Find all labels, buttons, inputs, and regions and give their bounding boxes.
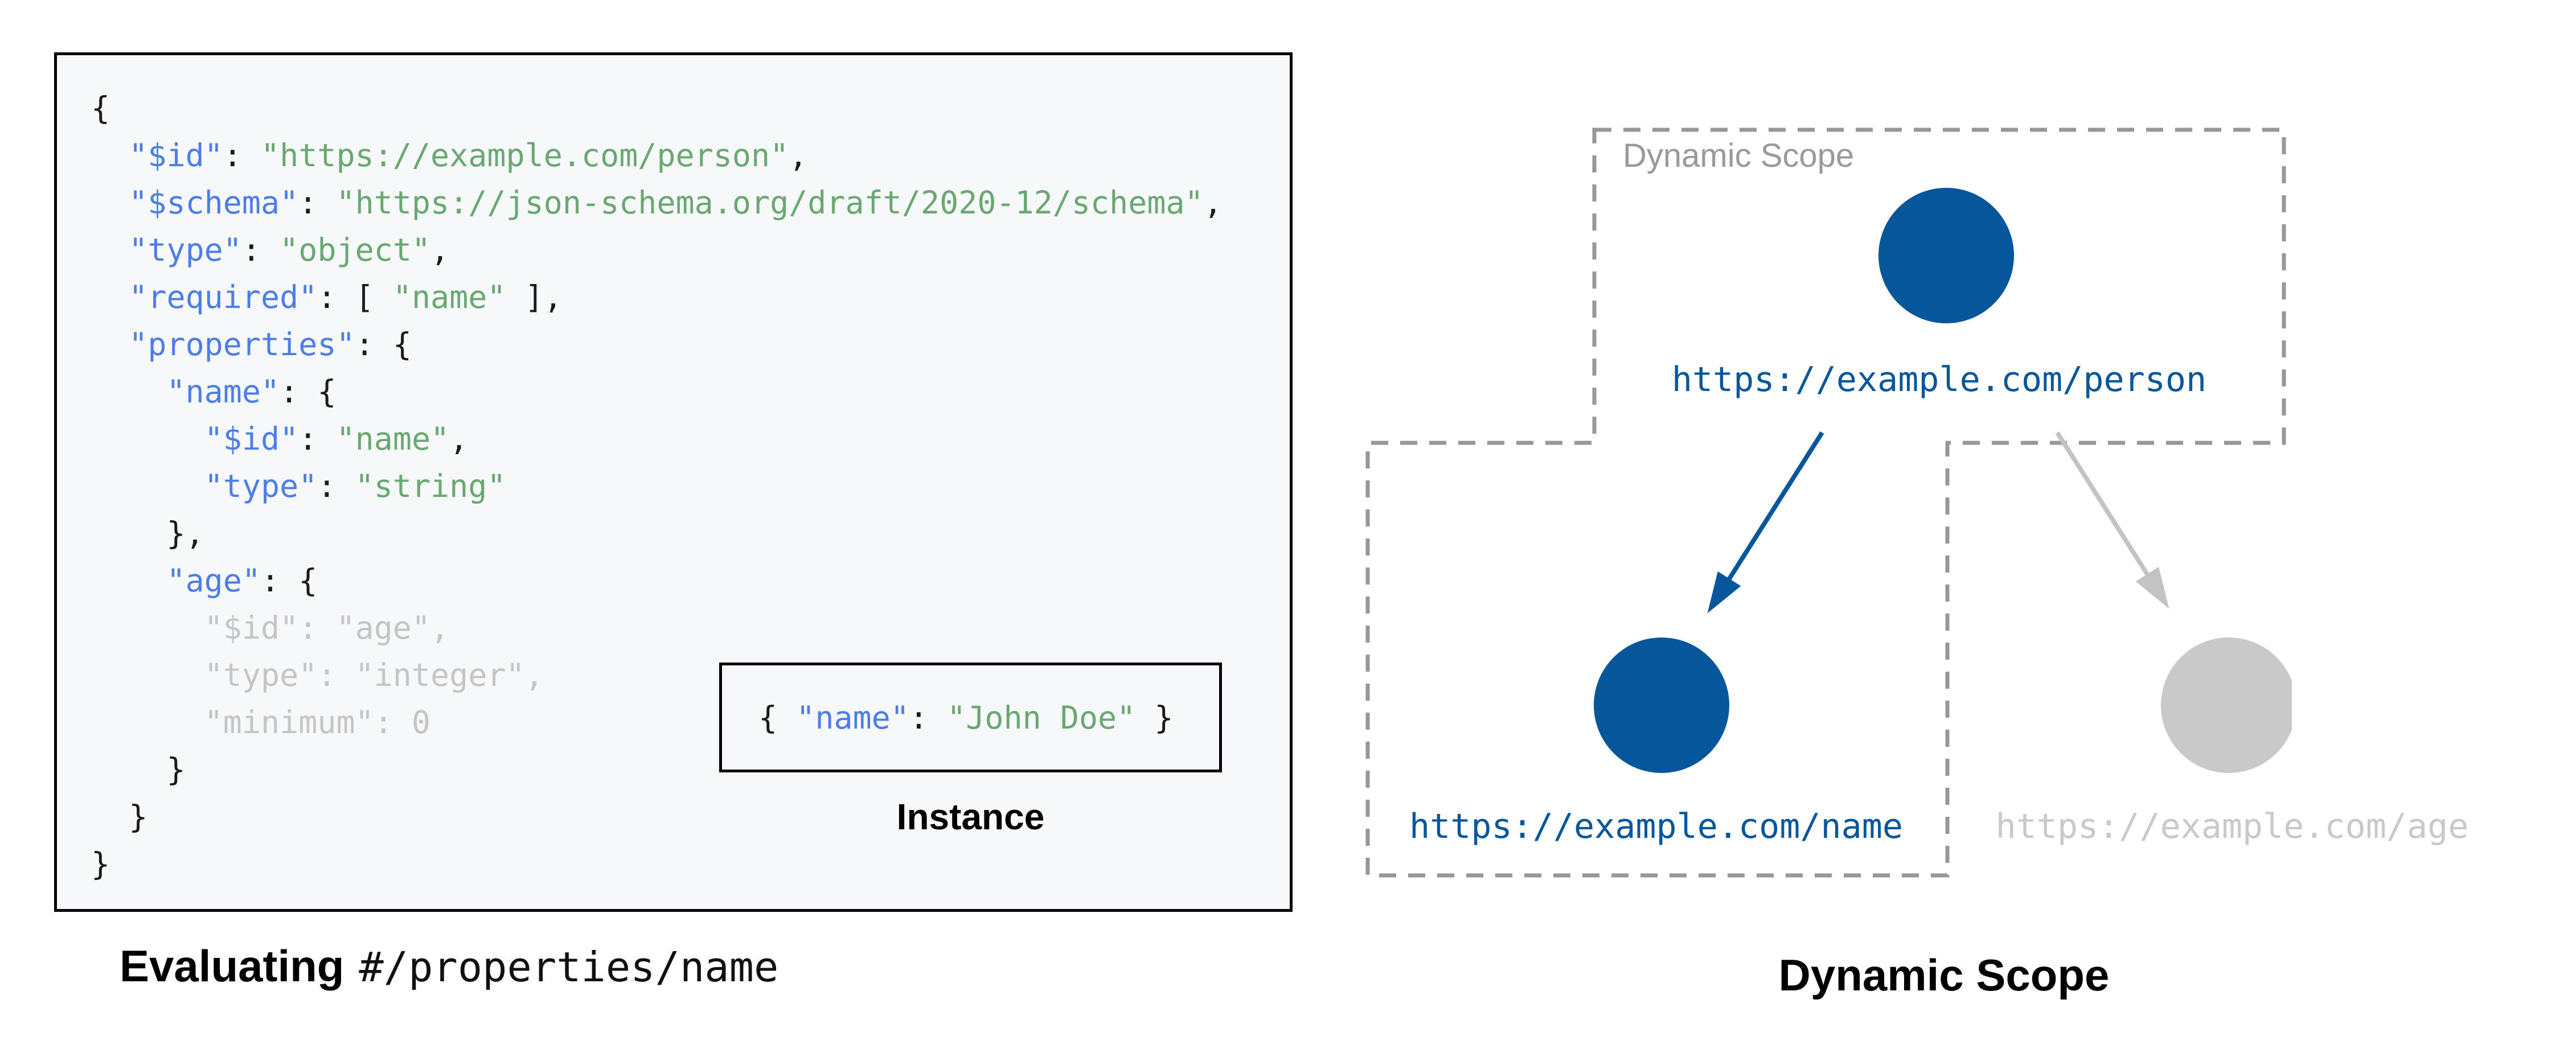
json-code-line: "minimum": 0 — [91, 699, 1278, 746]
json-code-line: "type": "object", — [91, 227, 1278, 274]
code-token: "https://example.com/person" — [261, 137, 789, 174]
person-schema-node — [1878, 188, 2014, 323]
code-token: , — [430, 232, 450, 268]
code-token — [91, 562, 166, 599]
dynamic-scope-diagram — [1365, 127, 2292, 878]
code-token: : { — [355, 326, 412, 363]
json-code-line: "age": { — [91, 557, 1278, 604]
json-code-line: { — [91, 85, 1278, 132]
dynamic-scope-caption: Dynamic Scope — [1778, 950, 2110, 1000]
code-token: ], — [506, 279, 563, 315]
code-token: "age" — [166, 562, 261, 599]
ref-arrow-person-to-age — [2055, 431, 2169, 609]
code-token: "type" — [129, 232, 242, 268]
dynamic-scope-boundary — [1365, 127, 2286, 878]
json-code-line: } — [91, 841, 1278, 888]
code-token: : — [241, 232, 280, 268]
instance-json-code: { "name": "John Doe" } — [758, 700, 1174, 736]
code-token: "type": "integer", — [91, 657, 544, 693]
json-code-line: } — [91, 793, 1278, 841]
code-token — [91, 421, 204, 457]
instance-label: Instance — [896, 796, 1045, 837]
code-token: "required" — [129, 279, 318, 315]
code-token: "name" — [796, 699, 909, 736]
code-token: : — [909, 699, 947, 736]
code-token: "string" — [355, 468, 506, 504]
code-token — [91, 326, 129, 363]
code-token: { — [758, 699, 797, 736]
code-token: : { — [280, 373, 337, 410]
name-schema-node — [1594, 637, 1729, 773]
code-token — [91, 279, 129, 315]
code-token: : [ — [317, 279, 393, 315]
code-token: : — [223, 137, 261, 174]
age-schema-node — [2161, 637, 2292, 773]
code-token: "minimum": 0 — [91, 704, 431, 741]
json-code-line: "type": "string" — [91, 463, 1278, 510]
code-token: "name" — [166, 373, 280, 410]
code-token: "$id" — [129, 137, 223, 174]
json-code-line: }, — [91, 510, 1278, 557]
code-token: "properties" — [129, 326, 355, 363]
code-token — [91, 373, 166, 410]
code-token: } — [91, 751, 186, 788]
code-token — [91, 137, 129, 174]
code-token: "https://json-schema.org/draft/2020-12/s… — [336, 184, 1204, 221]
evaluating-caption-pointer: #/properties/name — [359, 943, 779, 991]
code-token: "name" — [392, 279, 506, 315]
code-token: : — [298, 184, 337, 221]
schema-code-panel: { "$id": "https://example.com/person", "… — [54, 52, 1293, 912]
json-code-line: "$id": "https://example.com/person", — [91, 132, 1278, 179]
person-url: https://example.com/person — [1671, 360, 2207, 400]
code-token: "$schema" — [129, 184, 299, 221]
evaluating-caption: Evaluating #/properties/name — [120, 940, 778, 992]
code-token: "$id": "age", — [91, 610, 450, 646]
json-code-line: "type": "integer", — [91, 652, 1278, 699]
code-token: "object" — [280, 232, 431, 268]
json-code-line: "properties": { — [91, 321, 1278, 368]
code-token: "$id" — [204, 421, 299, 457]
schema-json-code: { "$id": "https://example.com/person", "… — [57, 55, 1290, 888]
code-token: } — [91, 799, 148, 835]
ref-arrow-person-to-name — [1707, 431, 1824, 614]
json-code-line: "$id": "age", — [91, 604, 1278, 652]
code-token: { — [91, 90, 110, 126]
json-code-line: } — [91, 746, 1278, 793]
code-token — [91, 468, 204, 504]
dynamic-scope-region-label: Dynamic Scope — [1623, 137, 1855, 174]
code-token — [91, 232, 129, 268]
json-code-line: "name": { — [91, 368, 1278, 416]
code-token: }, — [91, 515, 204, 552]
evaluating-caption-word: Evaluating — [120, 941, 344, 991]
instance-box: { "name": "John Doe" } — [719, 663, 1222, 772]
code-token: } — [1135, 699, 1174, 736]
json-code-line: "required": [ "name" ], — [91, 274, 1278, 321]
code-token — [91, 184, 129, 221]
code-token: "name" — [336, 421, 450, 457]
code-token: "John Doe" — [947, 699, 1136, 736]
code-token: : { — [261, 562, 318, 599]
age-url: https://example.com/age — [1995, 807, 2469, 846]
json-code-line: "$id": "name", — [91, 416, 1278, 463]
code-token: : — [317, 468, 355, 504]
code-token: , — [789, 137, 808, 174]
code-token: , — [449, 421, 469, 457]
code-token: } — [91, 846, 110, 882]
name-url: https://example.com/name — [1409, 807, 1903, 846]
code-token: : — [298, 421, 337, 457]
code-token: , — [1203, 184, 1223, 221]
code-token: "type" — [204, 468, 318, 504]
json-code-line: "$schema": "https://json-schema.org/draf… — [91, 179, 1278, 227]
